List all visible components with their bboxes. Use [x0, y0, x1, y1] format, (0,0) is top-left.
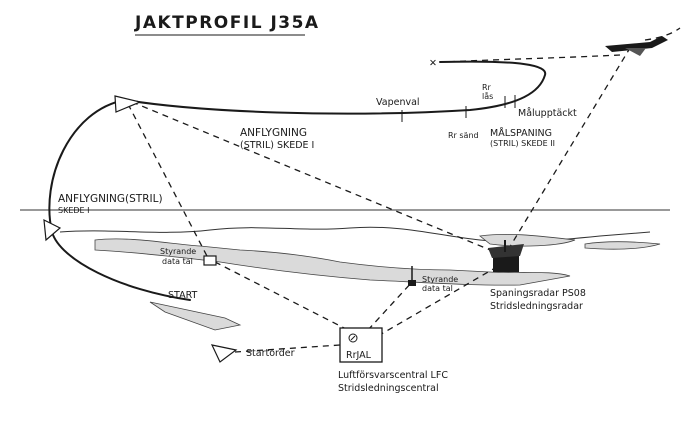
label-vapenval: Vapenval [376, 97, 420, 108]
label-lfc-2: Stridsledningscentral [338, 383, 439, 394]
link-plane-to-transmitter-left [127, 103, 209, 259]
coastline [20, 209, 670, 331]
lfc-building-icon [339, 327, 383, 363]
own-aircraft-start-icon [210, 344, 238, 363]
label-styrande-left-2: data tal [162, 257, 193, 266]
label-lfc-1: Luftförsvarscentral LFC [338, 370, 448, 381]
label-rrjal: RrJAL [346, 350, 372, 361]
link-lfc-to-radar [377, 267, 496, 337]
island [479, 233, 576, 247]
label-malspaning: MÅLSPANING [490, 127, 552, 139]
label-rr-las: Rr lås [482, 83, 493, 101]
label-start: START [168, 290, 198, 301]
target-track [444, 54, 621, 63]
island-right [584, 241, 661, 250]
label-las: lås [482, 91, 493, 101]
label-rr: Rr [482, 83, 492, 92]
label-anflygning-upper: ANFLYGNING [240, 127, 307, 139]
land-mass [94, 238, 571, 286]
label-radar-1: Spaningsradar PS08 [490, 288, 586, 299]
own-aircraft-top-icon [114, 95, 142, 113]
own-aircraft-left-icon [43, 218, 62, 242]
label-malupptackt: Målupptäckt [518, 108, 577, 119]
label-radar-2: Stridsledningsradar [490, 301, 583, 312]
label-skede-left: SKEDE I [58, 206, 90, 215]
transmitter-left-icon [203, 255, 217, 266]
link-radar-to-target [507, 47, 631, 251]
flight-route [48, 60, 547, 233]
target-aircraft-icon [605, 36, 668, 56]
diagram-title: JAKTPROFIL J35A [134, 13, 320, 33]
label-anflygning-upper-sub: (STRIL) SKEDE I [240, 140, 314, 151]
label-anflygning-left: ANFLYGNING(STRIL) [58, 193, 163, 205]
label-malspaning-sub: (STRIL) SKEDE II [490, 139, 555, 148]
label-startorder: Startorder [246, 348, 295, 359]
target-cross-icon: ✕ [429, 58, 437, 69]
radar-station-icon [488, 240, 524, 272]
label-styrande-right-2: data tal [422, 284, 453, 293]
target-track-tail [644, 27, 681, 41]
runway [149, 301, 242, 331]
link-transmitter-left-to-lfc [214, 261, 349, 331]
link-lfc-to-transmitter-right [367, 281, 413, 331]
label-styrande-right-1: Styrande [422, 275, 458, 284]
transmitter-right-icon [408, 266, 416, 286]
climb-route [51, 231, 191, 301]
label-styrande-left-1: Styrande [160, 247, 196, 256]
label-rr-sand: Rr sänd [448, 131, 479, 140]
